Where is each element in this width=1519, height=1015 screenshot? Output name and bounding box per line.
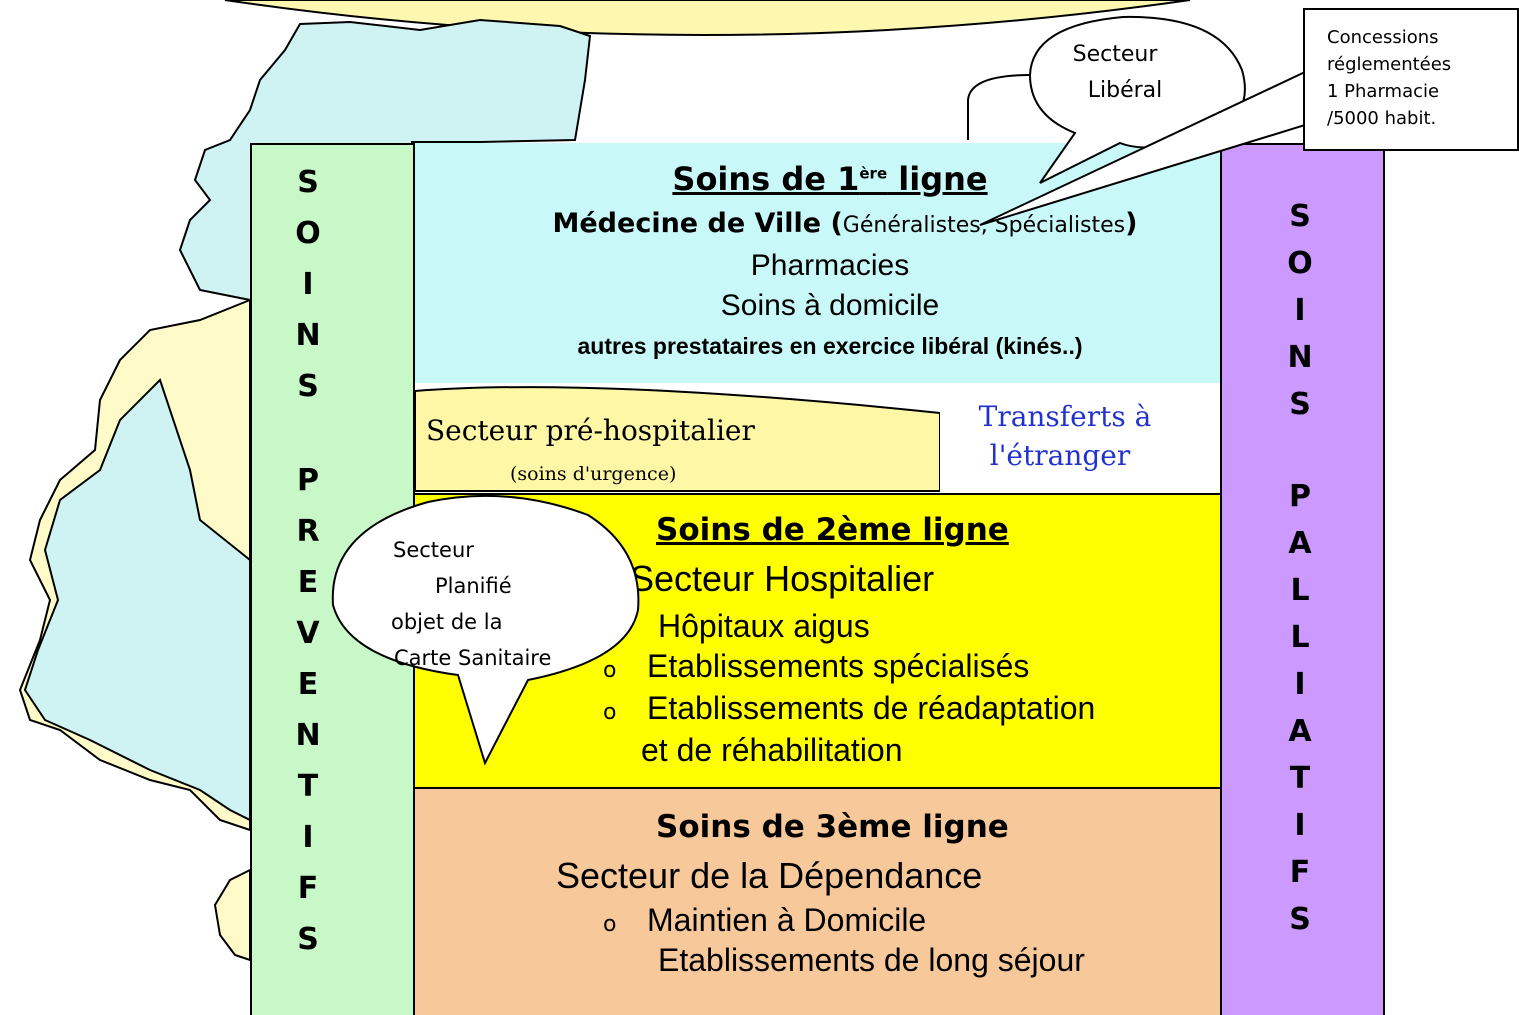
pharmacies: Pharmacies <box>750 249 910 282</box>
transferts-line1: Transferts à <box>978 400 1152 433</box>
medecine-de-ville: Médecine de Ville (Généralistes, Spécial… <box>552 208 1138 239</box>
secteur-hospitalier: Secteur Hospitalier <box>630 558 935 599</box>
prehospital-subtitle: (soins d'urgence) <box>510 463 677 485</box>
concessions-line: réglementées <box>1327 54 1452 75</box>
bullet: o <box>603 658 617 683</box>
letter: S <box>1289 902 1311 937</box>
prehospital-shape <box>415 386 940 492</box>
concessions-line: Concessions <box>1327 27 1439 48</box>
letter: I <box>302 267 314 302</box>
third-line-block <box>415 789 1220 1015</box>
map-bottom-yellow <box>213 868 251 962</box>
letter: N <box>295 718 321 753</box>
callout-liberal-line2: Libéral <box>1087 78 1163 103</box>
letter: F <box>297 871 319 906</box>
callout-planifie-line3: objet de la <box>391 610 503 634</box>
letter: P <box>297 463 319 498</box>
letter: N <box>1287 340 1313 375</box>
letter: S <box>297 369 319 404</box>
item-hopitaux: Hôpitaux aigus <box>658 608 870 644</box>
autres-prestataires: autres prestataires en exercice libéral … <box>577 333 1083 359</box>
letter: T <box>297 769 319 804</box>
letter: I <box>1294 808 1306 843</box>
palliative-column <box>1220 143 1385 1015</box>
map-left-blue <box>23 378 251 822</box>
letter: E <box>297 667 319 702</box>
liberal-bracket <box>967 74 1031 140</box>
transferts-line2: l'étranger <box>989 439 1131 472</box>
callout-planifie-line2: Planifié <box>435 574 512 598</box>
letter: R <box>296 514 320 549</box>
palliative-label: S O I N S P A L L I A T I F S <box>1282 202 1318 952</box>
concessions-box: Concessions réglementées 1 Pharmacie /50… <box>1303 8 1519 151</box>
letter: L <box>1290 573 1310 608</box>
concessions-line: 1 Pharmacie <box>1327 81 1440 102</box>
callout-planifie-bubble <box>331 494 640 766</box>
letter: I <box>1294 293 1306 328</box>
bullet: o <box>603 912 617 937</box>
callout-liberal-line1: Secteur <box>1072 42 1158 67</box>
letter: O <box>295 216 321 251</box>
letter: A <box>1288 526 1312 561</box>
concessions-line: /5000 habit. <box>1327 108 1437 129</box>
letter: F <box>1289 855 1311 890</box>
secteur-dependance: Secteur de la Dépendance <box>556 855 983 896</box>
item-long-sejour: Etablissements de long séjour <box>658 942 1085 978</box>
soins-domicile: Soins à domicile <box>720 289 940 322</box>
callout-planifie-line1: Secteur <box>393 538 474 562</box>
callout-planifie-line4: Carte Sanitaire <box>394 646 552 670</box>
letter: O <box>1287 246 1313 281</box>
letter: S <box>1289 199 1311 234</box>
bullet: o <box>603 700 617 725</box>
letter: S <box>297 922 319 957</box>
letter: S <box>297 165 319 200</box>
prehospital-title: Secteur pré-hospitalier <box>426 414 755 447</box>
letter: N <box>295 318 321 353</box>
letter: V <box>296 616 320 651</box>
concessions-pointer <box>979 71 1306 226</box>
letter: I <box>302 820 314 855</box>
second-line-title: Soins de 2ème ligne <box>656 512 1009 548</box>
letter: I <box>1294 667 1306 702</box>
letter: S <box>1289 387 1311 422</box>
letter: T <box>1289 761 1311 796</box>
third-line-title: Soins de 3ème ligne <box>656 809 1009 845</box>
letter: P <box>1289 479 1311 514</box>
letter: L <box>1290 620 1310 655</box>
preventive-label: S O I N S P R E V E N T I F S <box>290 168 326 976</box>
transferts-box <box>940 386 1220 492</box>
letter: A <box>1288 714 1312 749</box>
letter: E <box>297 565 319 600</box>
first-line-title: Soins de 1ère ligne <box>672 160 988 198</box>
item-rehabilitation: et de réhabilitation <box>641 732 903 768</box>
